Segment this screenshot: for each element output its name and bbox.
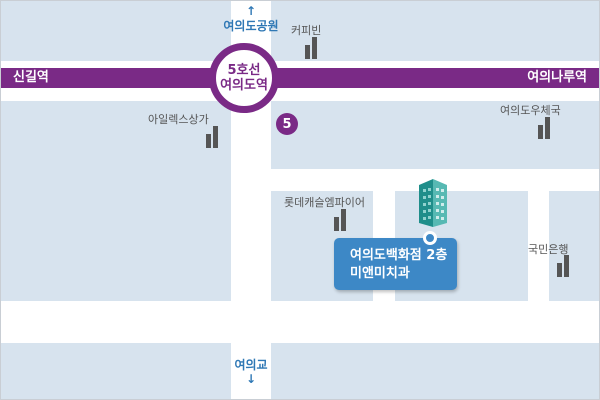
station-name-label: 여의도역 xyxy=(220,78,268,93)
road-horizontal-bottom xyxy=(1,301,599,343)
building-bars-icon xyxy=(305,37,317,59)
station-line-label: 5호선 xyxy=(227,63,261,78)
landmark-ilex-label: 아일렉스상가 xyxy=(148,113,209,126)
arrow-up-icon: ↑ xyxy=(245,4,257,18)
exit-number-badge: 5 xyxy=(276,113,298,135)
building-bars-icon xyxy=(538,117,550,139)
metro-line-5 xyxy=(1,68,599,88)
metro-station-right-label: 여의나루역 xyxy=(527,70,587,85)
landmark-kb-bank-label: 국민은행 xyxy=(528,243,569,256)
destination-clinic-label: 미앤미치과 xyxy=(350,266,410,281)
building-bars-icon xyxy=(206,126,218,148)
destination-building-label: 여의도백화점 2층 xyxy=(350,248,448,263)
building-icon xyxy=(419,179,447,227)
direction-north-label: 여의도공원 xyxy=(223,19,279,33)
landmark-coffeebean-label: 커피빈 xyxy=(291,24,322,37)
metro-station-left-label: 신길역 xyxy=(13,70,49,85)
direction-north: ↑ 여의도공원 xyxy=(211,5,291,34)
building-bars-icon xyxy=(334,209,346,231)
building-bars-icon xyxy=(557,255,569,277)
direction-south-label: 여의교 xyxy=(234,358,268,372)
station-marker: 5호선 여의도역 xyxy=(209,43,279,113)
arrow-down-icon: ↓ xyxy=(245,372,257,386)
direction-south: 여의교 ↓ xyxy=(211,356,291,385)
road-vertical-right xyxy=(528,169,549,301)
landmark-post-office-label: 여의도우체국 xyxy=(500,104,561,117)
destination-callout: 여의도백화점 2층 미앤미치과 xyxy=(334,238,457,290)
landmark-lotte-castle-label: 롯데캐슬엠파이어 xyxy=(284,196,365,209)
destination-pin-icon xyxy=(423,231,437,245)
